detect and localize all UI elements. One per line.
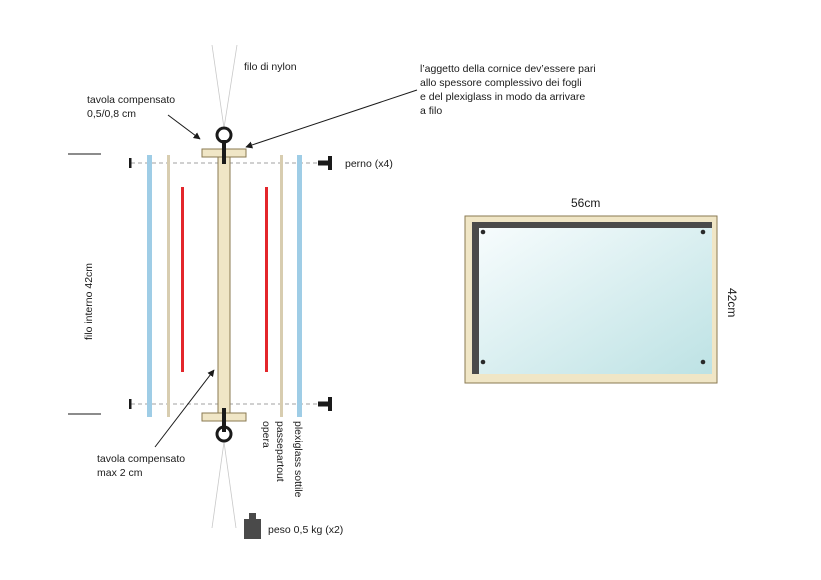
glass-panel (479, 228, 712, 374)
passepartout-right (280, 155, 283, 417)
frame-front-view (464, 215, 718, 384)
artwork-right (265, 187, 268, 372)
label-passepartout: passepartout (274, 421, 286, 482)
arrows (154, 89, 418, 448)
plexiglass-sheet-left (147, 155, 152, 417)
label-nylon-thread: filo di nylon (244, 61, 297, 73)
dimension-ticks (68, 153, 101, 415)
plexiglass-sheet-right (297, 155, 302, 417)
arrow-bottom-board (154, 369, 215, 448)
label-frame-note-3: e del plexiglass in modo da arrivare (420, 91, 585, 103)
label-frame-width: 56cm (571, 196, 600, 210)
label-board-bottom-1: tavola compensato (97, 453, 185, 465)
label-board-top-2: 0,5/0,8 cm (87, 108, 136, 120)
nylon-thread (211, 44, 238, 529)
pin-dot-bottom-left (480, 359, 486, 365)
top-hook (215, 126, 233, 164)
pin-bottom (129, 397, 332, 411)
artwork-left (181, 187, 184, 372)
label-frame-height: 42cm (725, 288, 739, 317)
label-plexiglass: plexiglass sottile (292, 421, 304, 498)
label-frame-note-2: allo spessore complessivo dei fogli (420, 77, 582, 89)
label-pin: perno (x4) (345, 158, 393, 170)
weight-icon (244, 513, 261, 539)
label-board-bottom-2: max 2 cm (97, 467, 143, 479)
pin-dot-bottom-right (700, 359, 706, 365)
label-weight: peso 0,5 kg (x2) (268, 524, 343, 536)
central-board (217, 156, 231, 414)
bottom-hook (215, 408, 233, 443)
arrow-top-board (167, 114, 201, 140)
label-frame-note-4: a filo (420, 105, 442, 117)
label-inner-height: filo interno 42cm (83, 263, 95, 340)
pin-dot-top-right (700, 229, 706, 235)
pin-top (129, 156, 332, 170)
pin-dot-top-left (480, 229, 486, 235)
label-frame-note-1: l’aggetto della cornice dev’essere pari (420, 63, 596, 75)
passepartout-left (167, 155, 170, 417)
label-board-top-1: tavola compensato (87, 94, 175, 106)
arrow-frame-note (245, 89, 418, 149)
label-artwork: opera (260, 421, 272, 448)
